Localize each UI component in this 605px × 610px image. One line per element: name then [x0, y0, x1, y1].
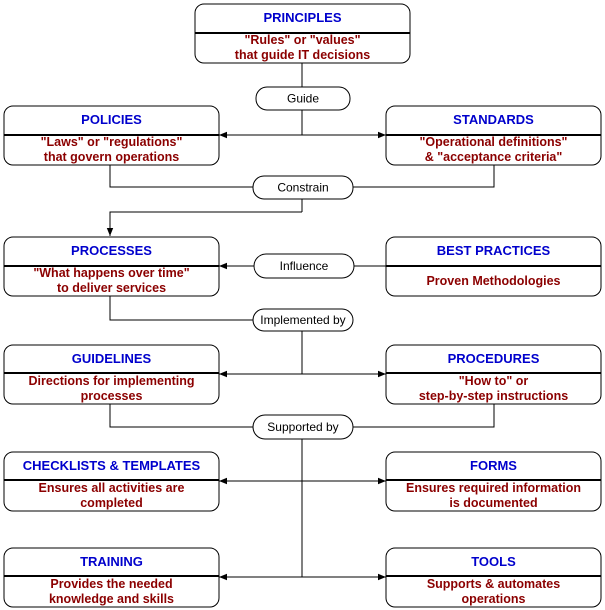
box-forms-line-2: is documented — [449, 496, 537, 510]
box-forms-title: FORMS — [470, 458, 517, 473]
box-policies-title: POLICIES — [81, 112, 142, 127]
box-tools-line-2: operations — [462, 592, 526, 606]
box-guidelines-line-1: Directions for implementing — [29, 374, 195, 388]
box-procedures-title: PROCEDURES — [448, 351, 540, 366]
box-checklists-line-2: completed — [80, 496, 143, 510]
box-processes-line-2: to deliver services — [57, 281, 166, 295]
box-standards-title: STANDARDS — [453, 112, 534, 127]
box-guidelines: GUIDELINES Directions for implementing p… — [3, 344, 220, 405]
box-tools-line-1: Supports & automates — [427, 577, 560, 591]
connector-supported-by: Supported by — [252, 414, 354, 440]
box-best-practices: BEST PRACTICES Proven Methodologies — [385, 236, 602, 297]
box-standards-line-2: & "acceptance criteria" — [425, 150, 563, 164]
box-forms: FORMS Ensures required information is do… — [385, 451, 602, 512]
box-policies-line-2: that govern operations — [44, 150, 179, 164]
box-procedures-line-1: "How to" or — [459, 374, 529, 388]
arrow-to-processes — [106, 211, 302, 236]
box-training-title: TRAINING — [80, 554, 143, 569]
box-forms-line-1: Ensures required information — [406, 481, 581, 495]
box-procedures-line-2: step-by-step instructions — [419, 389, 568, 403]
connector-influence: Influence — [253, 253, 355, 279]
box-guidelines-title: GUIDELINES — [72, 351, 152, 366]
box-checklists-templates: CHECKLISTS & TEMPLATES Ensures all activ… — [3, 451, 220, 512]
connector-influence-label: Influence — [280, 259, 329, 273]
box-standards-line-1: "Operational definitions" — [420, 135, 568, 149]
box-principles-line-2: that guide IT decisions — [235, 48, 370, 62]
connector-lines — [106, 63, 495, 581]
box-principles-title: PRINCIPLES — [263, 10, 341, 25]
box-policies-line-1: "Laws" or "regulations" — [41, 135, 183, 149]
connector-implemented-by-label: Implemented by — [260, 313, 345, 327]
box-processes: PROCESSES "What happens over time" to de… — [3, 236, 220, 297]
connector-guide: Guide — [255, 86, 351, 111]
box-standards: STANDARDS "Operational definitions" & "a… — [385, 105, 602, 166]
box-processes-line-1: "What happens over time" — [33, 266, 189, 280]
box-best-practices-line-1: Proven Methodologies — [426, 274, 560, 288]
box-best-practices-title: BEST PRACTICES — [437, 243, 551, 258]
box-guidelines-line-2: processes — [81, 389, 143, 403]
box-policies: POLICIES "Laws" or "regulations" that go… — [3, 105, 220, 166]
box-tools: TOOLS Supports & automates operations — [385, 547, 602, 608]
box-training-line-2: knowledge and skills — [49, 592, 174, 606]
box-principles: PRINCIPLES "Rules" or "values" that guid… — [194, 3, 411, 64]
connector-guide-label: Guide — [287, 92, 319, 106]
box-procedures: PROCEDURES "How to" or step-by-step inst… — [385, 344, 602, 405]
box-tools-title: TOOLS — [471, 554, 516, 569]
connector-constrain: Constrain — [252, 175, 354, 200]
connector-implemented-by: Implemented by — [252, 308, 354, 332]
box-principles-line-1: "Rules" or "values" — [244, 33, 360, 47]
box-checklists-line-1: Ensures all activities are — [39, 481, 185, 495]
connector-constrain-label: Constrain — [277, 181, 328, 195]
box-processes-title: PROCESSES — [71, 243, 152, 258]
box-checklists-title: CHECKLISTS & TEMPLATES — [23, 458, 201, 473]
box-training-line-1: Provides the needed — [50, 577, 172, 591]
connector-supported-by-label: Supported by — [267, 420, 338, 434]
box-training: TRAINING Provides the needed knowledge a… — [3, 547, 220, 608]
